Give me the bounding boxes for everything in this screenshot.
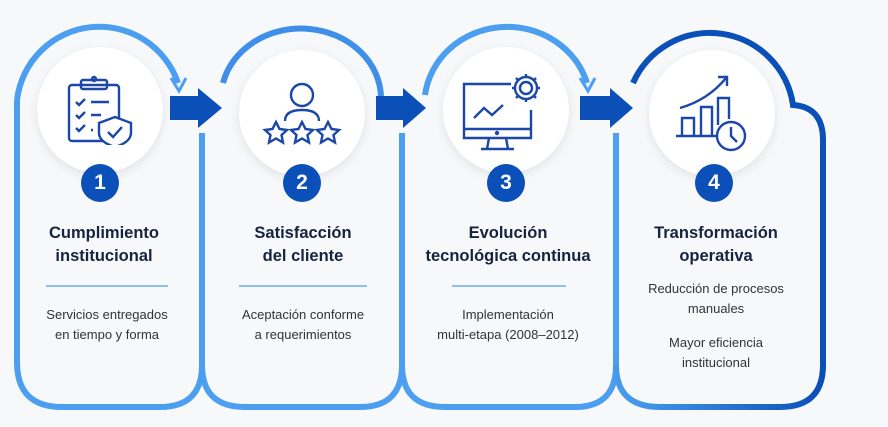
desc-line: en tiempo y forma: [54, 327, 160, 342]
desc-line: Mayor eficiencia: [669, 335, 763, 350]
desc-line: Aceptación conforme: [241, 307, 365, 322]
desc-line: Servicios entregados: [46, 307, 168, 322]
title-line: Satisfacción: [254, 224, 352, 242]
monitor-gear-icon: [462, 74, 540, 151]
step-3-title: Evolución tecnológica continua: [413, 222, 603, 268]
step-1-description: Servicios entregados en tiempo y forma: [12, 305, 202, 345]
step-2-title: Satisfacción del cliente: [208, 222, 398, 268]
step-4-description-2: Mayor eficiencia institucional: [621, 333, 811, 373]
title-line: institucional: [55, 247, 153, 265]
step-3-icon-circle: [443, 47, 569, 173]
desc-line: institucional: [682, 355, 750, 370]
user-rating-icon: [262, 82, 342, 145]
panel-1-outline: [14, 100, 205, 410]
title-line: Transformación: [654, 224, 778, 242]
step-3-number-badge: 3: [487, 164, 525, 202]
panel-1-arch: [14, 23, 181, 101]
title-line: operativa: [679, 247, 753, 265]
title-line: Cumplimiento: [49, 224, 159, 242]
panel-3-arch: [422, 23, 590, 96]
step-3-description: Implementación multi-etapa (2008–2012): [413, 305, 603, 345]
step-4-description-1: Reducción de procesos manuales: [621, 279, 811, 319]
chart-clock-icon: [676, 75, 747, 152]
arch-arrowhead-3: [578, 77, 597, 95]
step-4-icon-circle: [649, 50, 775, 176]
step-1-icon-circle: [37, 47, 163, 173]
step-4-title: Transformación operativa: [621, 222, 811, 268]
arch-arrowhead-1: [169, 77, 188, 95]
step-4-number-badge: 4: [695, 164, 733, 202]
panel-2-arch: [220, 25, 384, 99]
step-2-description: Aceptación conforme a requerimientos: [208, 305, 398, 345]
panel-3-outline: [399, 133, 619, 410]
step-1-number-badge: 1: [81, 164, 119, 202]
arrow-right-1: [170, 88, 222, 128]
desc-line: manuales: [687, 301, 745, 316]
step-3-divider: [452, 285, 566, 287]
panel-4-outline: [613, 29, 826, 410]
clipboard-shield-icon: [67, 75, 133, 145]
arrow-right-3: [580, 88, 633, 128]
title-line: del cliente: [262, 247, 344, 265]
desc-line: a requerimientos: [254, 327, 352, 342]
desc-line: Implementación: [462, 307, 554, 322]
title-line: Evolución: [468, 224, 548, 242]
desc-line: multi-etapa (2008–2012): [437, 327, 579, 342]
step-2-icon-circle: [239, 50, 365, 176]
title-line: tecnológica continua: [425, 247, 591, 265]
desc-line: Reducción de procesos: [648, 281, 784, 296]
step-1-title: Cumplimiento institucional: [9, 222, 199, 268]
step-1-divider: [46, 285, 168, 287]
arrow-right-2: [376, 88, 426, 128]
panel-2-outline: [199, 133, 405, 410]
step-2-divider: [239, 285, 367, 287]
step-2-number-badge: 2: [283, 164, 321, 202]
